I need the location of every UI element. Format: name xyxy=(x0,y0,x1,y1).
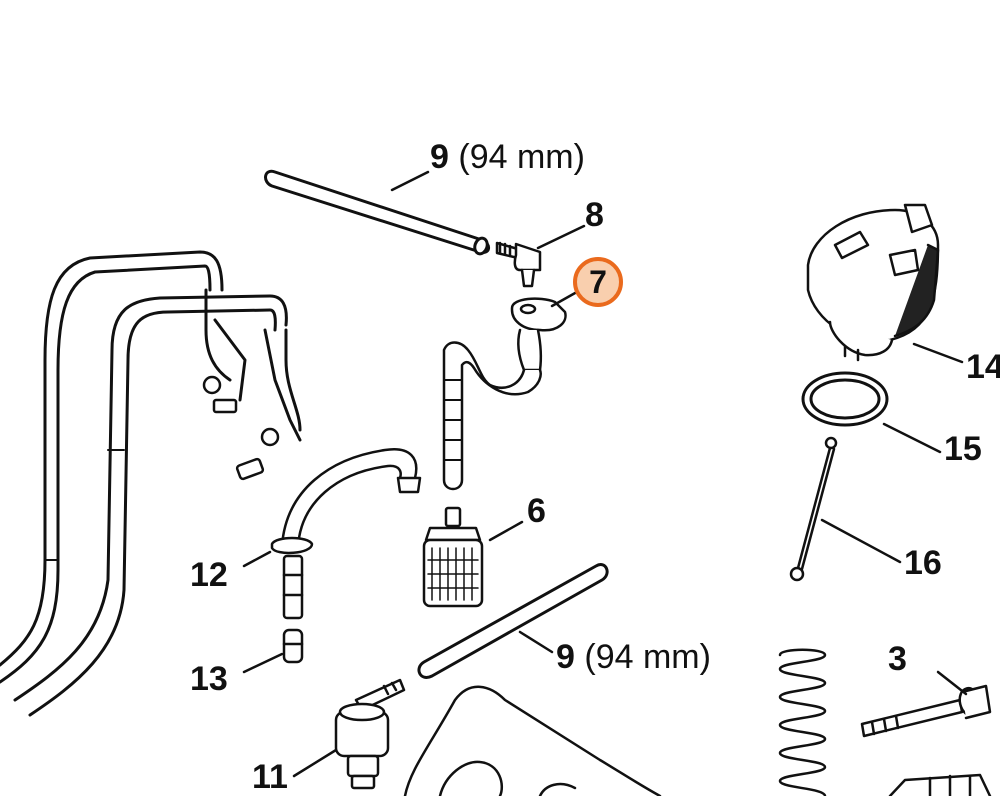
callout-7-number: 7 xyxy=(589,263,607,300)
callout-14: 14 xyxy=(966,348,1000,386)
callout-6: 6 xyxy=(527,492,546,530)
callout-9-top: 9 (94 mm) xyxy=(430,140,585,174)
callout-13: 13 xyxy=(190,660,228,698)
hose-9-bottom xyxy=(417,563,609,679)
spring xyxy=(778,648,827,796)
callout-9-bottom: 9 (94 mm) xyxy=(556,640,711,674)
callout-16: 16 xyxy=(904,544,942,582)
screw-bottom-right xyxy=(888,773,992,796)
o-ring-15 xyxy=(801,371,889,427)
screw-3 xyxy=(860,684,992,738)
crankcase xyxy=(403,685,662,796)
fuel-filter-6 xyxy=(422,506,484,608)
fitting-8 xyxy=(495,241,542,288)
callout-7-highlighted[interactable]: 7 xyxy=(573,257,623,307)
tank-cap-14 xyxy=(806,203,940,362)
callout-9-bottom-number: 9 xyxy=(556,638,575,676)
hose-9-top xyxy=(264,169,490,256)
callout-12: 12 xyxy=(190,556,228,594)
callout-9-top-number: 9 xyxy=(430,138,449,176)
callout-9-top-size: (94 mm) xyxy=(458,138,585,176)
plug-13 xyxy=(282,628,304,664)
callout-3: 3 xyxy=(888,640,907,678)
grommet-7 xyxy=(442,297,567,491)
callout-15: 15 xyxy=(944,430,982,468)
fuel-line-left xyxy=(0,250,302,717)
callout-8: 8 xyxy=(585,196,604,234)
hose-12 xyxy=(270,447,422,620)
cable-16 xyxy=(789,436,838,582)
callout-11: 11 xyxy=(252,758,288,796)
clips-left xyxy=(202,375,280,481)
valve-11 xyxy=(334,678,406,790)
callout-9-bottom-size: (94 mm) xyxy=(584,638,711,676)
